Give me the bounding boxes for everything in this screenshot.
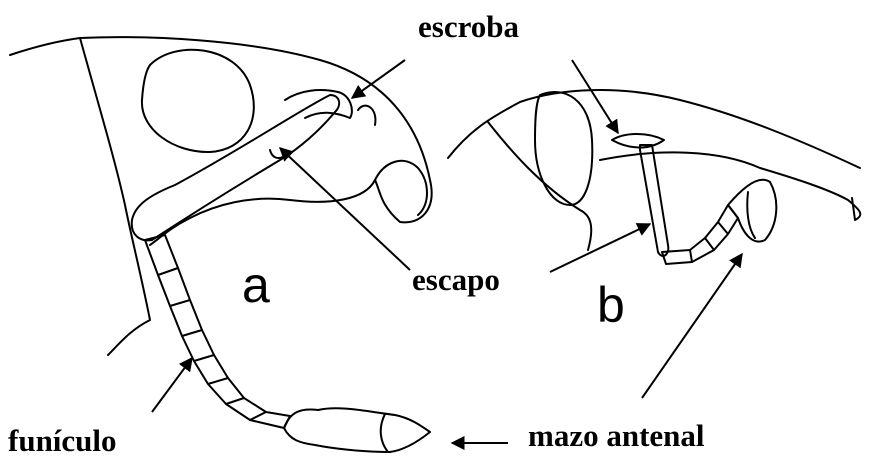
panel-label-b: b (597, 277, 625, 333)
specimen-b-drawing (448, 90, 860, 264)
scape-b (640, 145, 668, 256)
label-escapo: escapo (412, 262, 500, 297)
funicle-b (662, 205, 738, 264)
head-b-lower (600, 152, 860, 220)
head-a-outline (10, 37, 432, 245)
eye-a (142, 50, 254, 152)
face-b-line (488, 122, 591, 250)
label-escroba: escroba (418, 9, 520, 44)
eye-b (535, 92, 592, 205)
club-b-suture (747, 192, 755, 238)
head-a-backline (80, 38, 150, 355)
arrow-escapo-a (280, 148, 410, 270)
label-mazo-antenal: mazo antenal (528, 418, 705, 453)
panel-label-a: a (242, 257, 270, 313)
label-funiculo: funículo (8, 423, 117, 458)
arrow-escapo-b (550, 224, 650, 272)
scrobe-b (612, 134, 664, 148)
arrow-funiculo (152, 358, 192, 412)
pointer-arrows (152, 60, 742, 443)
arrow-mazo-b (642, 254, 742, 398)
scrobe-a-notch (358, 106, 375, 125)
club-a (284, 408, 430, 452)
mandible-a (375, 161, 427, 215)
arrow-escroba-b (572, 60, 618, 133)
arrow-escroba-a (352, 60, 405, 98)
club-a-suture (381, 414, 388, 452)
specimen-a-drawing (10, 37, 432, 452)
